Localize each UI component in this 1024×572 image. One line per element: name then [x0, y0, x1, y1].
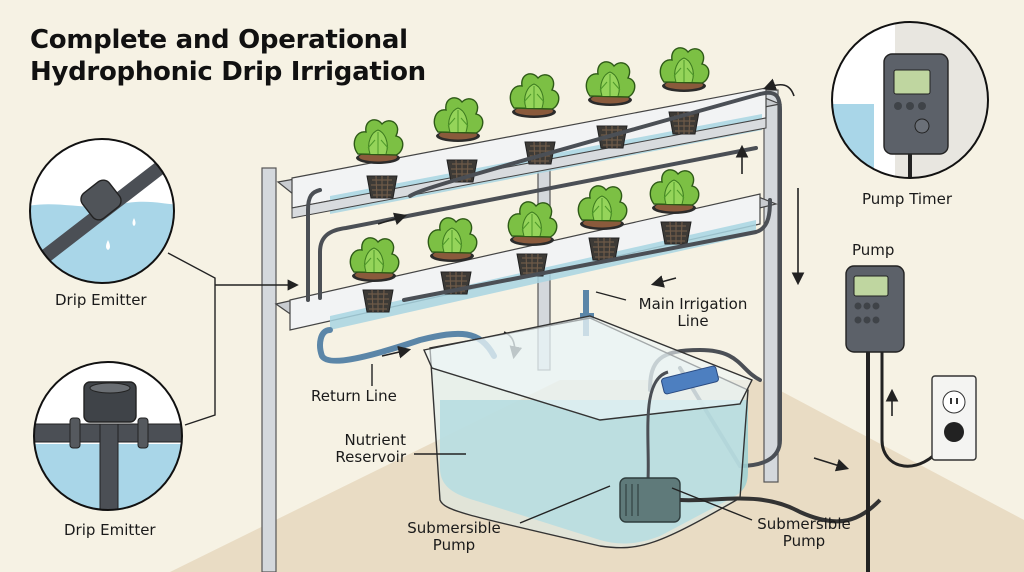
page-title: Complete and Operational Hydrophonic Dri…	[30, 24, 426, 88]
drip-emitter-icon	[29, 138, 175, 284]
label-pump: Pump	[852, 241, 895, 259]
label-main-irrigation-line: Main Irrigation Line	[638, 295, 748, 330]
label-pump-timer: Pump Timer	[862, 190, 953, 208]
tee-valve-icon	[33, 361, 183, 511]
title-line-1: Complete and Operational	[30, 25, 408, 55]
label-drip-emitter-top: Drip Emitter	[55, 291, 147, 309]
submersible-pump-icon	[619, 477, 882, 524]
title-line-2: Hydrophonic Drip Irrigation	[30, 57, 426, 87]
return-line-tube	[317, 327, 497, 364]
label-nutrient-reservoir: Nutrient Reservoir	[335, 431, 406, 466]
label-submersible-pump-right: Submersible Pump	[757, 515, 851, 550]
label-submersible-pump-left: Submersible Pump	[407, 519, 501, 554]
label-return-line: Return Line	[311, 387, 397, 405]
callout-lines	[167, 252, 753, 524]
label-drip-emitter-bottom: Drip Emitter	[64, 521, 156, 539]
wall-outlet-icon	[931, 375, 977, 461]
timer-icon	[831, 21, 989, 179]
